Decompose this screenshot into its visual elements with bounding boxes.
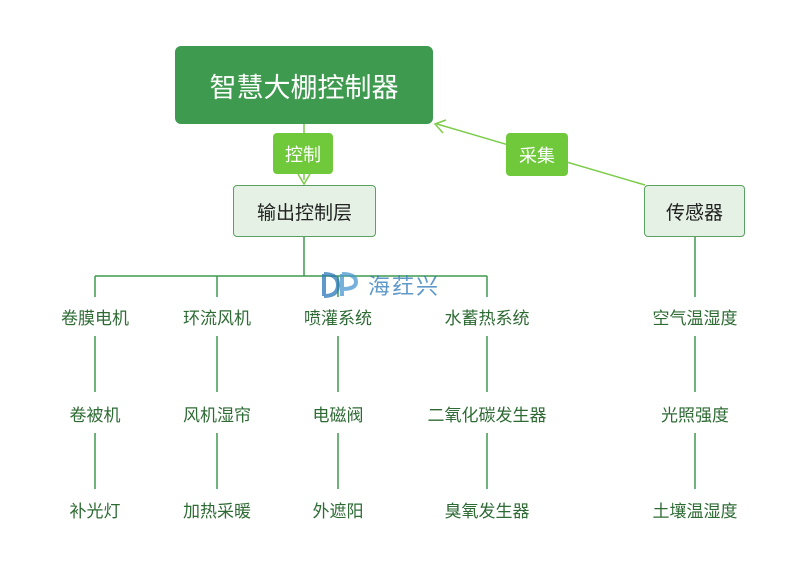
leaf-external-shade: 外遮阳	[312, 502, 364, 522]
leaf-fan-wet-curtain: 风机湿帘	[183, 406, 251, 426]
sensor-node: 传感器	[644, 185, 745, 237]
watermark-logo: 海荭兴	[318, 268, 440, 302]
leaf-sprinkler-system: 喷灌系统	[304, 309, 372, 329]
leaf-ozone-generator: 臭氧发生器	[444, 502, 530, 522]
leaf-film-roller-motor: 卷膜电机	[61, 309, 129, 329]
logo-text: 海荭兴	[368, 275, 441, 300]
output-arrowhead	[297, 173, 311, 186]
leaf-solenoid-valve: 电磁阀	[312, 406, 364, 426]
leaf-light-intensity: 光照强度	[661, 406, 729, 426]
column-connectors	[94, 336, 696, 489]
leaf-co2-generator: 二氧化碳发生器	[427, 406, 547, 426]
leaf-heating: 加热采暖	[183, 502, 251, 522]
leaf-grow-light: 补光灯	[69, 502, 121, 522]
leaf-soil-temp-humidity: 土壤温湿度	[652, 502, 738, 522]
control-link-label: 控制	[273, 133, 333, 174]
root-node: 智慧大棚控制器	[175, 46, 433, 124]
logo-mark-icon	[322, 272, 359, 298]
leaf-quilt-roller: 卷被机	[69, 406, 121, 426]
collect-link-label: 采集	[506, 133, 568, 176]
output-layer-node: 输出控制层	[233, 185, 376, 237]
leaf-water-heat-storage: 水蓄热系统	[444, 309, 530, 329]
root-arrowhead	[433, 119, 447, 134]
leaf-air-temp-humidity: 空气温湿度	[652, 309, 738, 329]
leaf-circulation-fan: 环流风机	[183, 309, 251, 329]
